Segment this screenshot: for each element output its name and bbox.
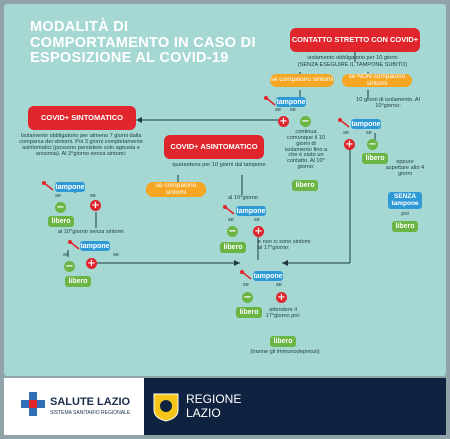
asintomatico-tampone: tampone [236, 206, 266, 216]
positive-icon: + [253, 225, 264, 237]
sintomatico-tampone: tampone [55, 182, 85, 192]
swab-icon [338, 118, 350, 128]
contatto-libero: libero [292, 180, 318, 191]
contatto-isolamento-text: isolamento obbligatorio per 10 giorni [307, 55, 398, 61]
page-title: MODALITÀ DI COMPORTAMENTO IN CASO DI ESP… [30, 19, 256, 67]
asintomatico-libero: libero [220, 242, 246, 253]
sintomatico-tampone-2: tampone [80, 241, 110, 251]
footer: SALUTE LAZIO SISTEMA SANITARIO REGIONALE… [4, 378, 446, 435]
asintomatico-non-sintomi-text: e non ci sono sintomi al 17°giorno: [258, 239, 311, 251]
finale-attendere-text: attendere il 17°giorno poi: [265, 307, 301, 319]
contatto-non-compaiono-sintomi: se NON compaiono sintomi [342, 73, 412, 87]
sintomatico-libero-2: libero [65, 276, 91, 287]
cross-logo-icon [21, 392, 45, 416]
negative-icon: − [55, 201, 66, 213]
swab-icon [223, 205, 235, 215]
contatto-tampone-2: tampone [351, 119, 381, 129]
se-label: se [290, 107, 296, 113]
se-label: se [276, 282, 282, 288]
contatto-libero-2: libero [362, 153, 388, 164]
positive-icon: + [86, 257, 97, 269]
asintomatico-box: COVID+ ASINTOMATICO [164, 135, 264, 159]
se-label: se [366, 130, 372, 136]
se-label: se [228, 217, 234, 223]
regione-text: REGIONE [186, 392, 242, 406]
se-label: se [63, 252, 69, 258]
negative-icon: − [242, 291, 253, 303]
se-label: se [55, 193, 61, 199]
sintomatico-libero: libero [48, 216, 74, 227]
finale-tranne-text: (tranne gli immunodepressi) [250, 349, 320, 355]
contatto-tampone: tampone [276, 97, 306, 107]
asintomatico-10-giorno-text: al 10°giorno [228, 195, 258, 201]
lazio-text: LAZIO [186, 406, 221, 420]
contatto-oppure-text: oppure aspettare altri 4 giorni [385, 159, 425, 177]
positive-icon: + [276, 291, 287, 303]
swab-icon [264, 96, 276, 106]
senza-tampone-box: SENZA tampone [388, 192, 422, 209]
sintomatico-10-giorno-text: al 10°giorno senza sintomi [58, 229, 124, 235]
swab-icon [68, 240, 80, 250]
negative-icon: − [300, 115, 311, 127]
negative-icon: − [367, 138, 378, 150]
negative-icon: − [64, 260, 75, 272]
contatto-senza-tampone-text: (SENZA ESEGUIRE IL TAMPONE SUBITO) [297, 62, 408, 68]
salute-lazio-subtitle: SISTEMA SANITARIO REGIONALE [50, 410, 131, 416]
asintomatico-text: quarantena per 10 giorni dal tampone [172, 162, 266, 168]
finale-libero-2: libero [270, 336, 296, 347]
finale-libero: libero [236, 307, 262, 318]
se-label: se [90, 193, 96, 199]
se-label: se [243, 282, 249, 288]
poi-label: poi [401, 211, 409, 217]
asintomatico-compaiono-sintomi: se compaiono sintomi [146, 182, 206, 197]
sintomatico-box: COVID+ SINTOMATICO [28, 106, 136, 130]
finale-tampone: tampone [253, 271, 283, 281]
salute-lazio-logo-area: SALUTE LAZIO SISTEMA SANITARIO REGIONALE [4, 378, 144, 435]
contatto-stretto-box: CONTATTO STRETTO CON COVID+ [290, 28, 420, 52]
se-label: se [254, 217, 260, 223]
swab-icon [240, 270, 252, 280]
se-label: se [343, 130, 349, 136]
contatto-continua-text: continua comunque il 10 giorni di isolam… [284, 129, 328, 171]
se-label: se [275, 107, 281, 113]
swab-icon [42, 181, 54, 191]
positive-icon: + [344, 138, 355, 150]
salute-lazio-text: SALUTE LAZIO [50, 396, 131, 408]
regione-lazio-emblem-icon [153, 393, 179, 422]
sintomatico-text: Isolamento obbligatorio per almeno 7 gio… [19, 133, 143, 157]
positive-icon: + [278, 115, 289, 127]
positive-icon: + [90, 199, 101, 211]
contatto-compaiono-sintomi: se compaiono sintomi [270, 74, 334, 87]
negative-icon: − [227, 225, 238, 237]
se-label: se [113, 252, 119, 258]
contatto-libero-3: libero [392, 221, 418, 232]
contatto-10-giorni-text: 10 giorni di isolamento. Al 10°giorno: [356, 97, 420, 109]
